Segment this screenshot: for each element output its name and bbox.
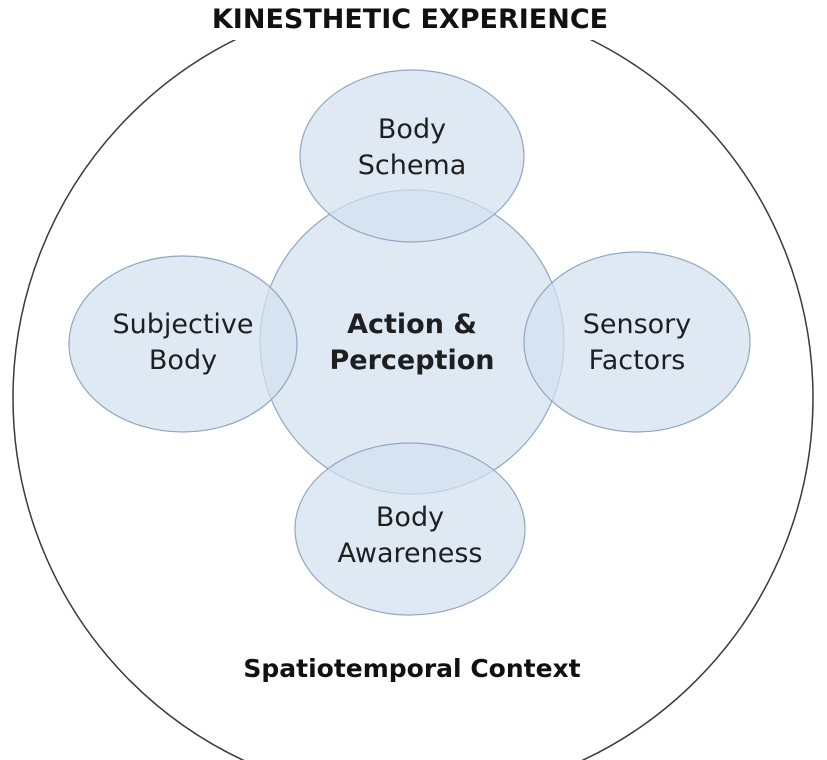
node-body-schema-label-line1: Body xyxy=(378,114,446,145)
node-subjective-body xyxy=(68,255,298,433)
node-sensory-factors xyxy=(523,251,751,433)
node-body-awareness-label-line1: Body xyxy=(376,502,444,533)
center-label-line1: Action & xyxy=(347,309,477,340)
node-sensory-factors-label-line1: Sensory xyxy=(583,309,692,340)
node-body-awareness xyxy=(294,442,526,616)
node-subjective-body-label-line2: Body xyxy=(149,345,217,376)
title-background xyxy=(200,0,620,40)
node-body-awareness-label-line2: Awareness xyxy=(338,538,483,569)
diagram-title: KINESTHETIC EXPERIENCE xyxy=(212,4,608,35)
context-label: Spatiotemporal Context xyxy=(243,654,580,683)
center-label-line2: Perception xyxy=(330,345,495,376)
node-body-schema xyxy=(299,69,525,243)
node-subjective-body-label-line1: Subjective xyxy=(112,309,253,340)
node-sensory-factors-label-line2: Factors xyxy=(589,345,686,376)
node-body-schema-label-line2: Schema xyxy=(358,150,467,181)
outer-context-circle xyxy=(12,0,814,760)
